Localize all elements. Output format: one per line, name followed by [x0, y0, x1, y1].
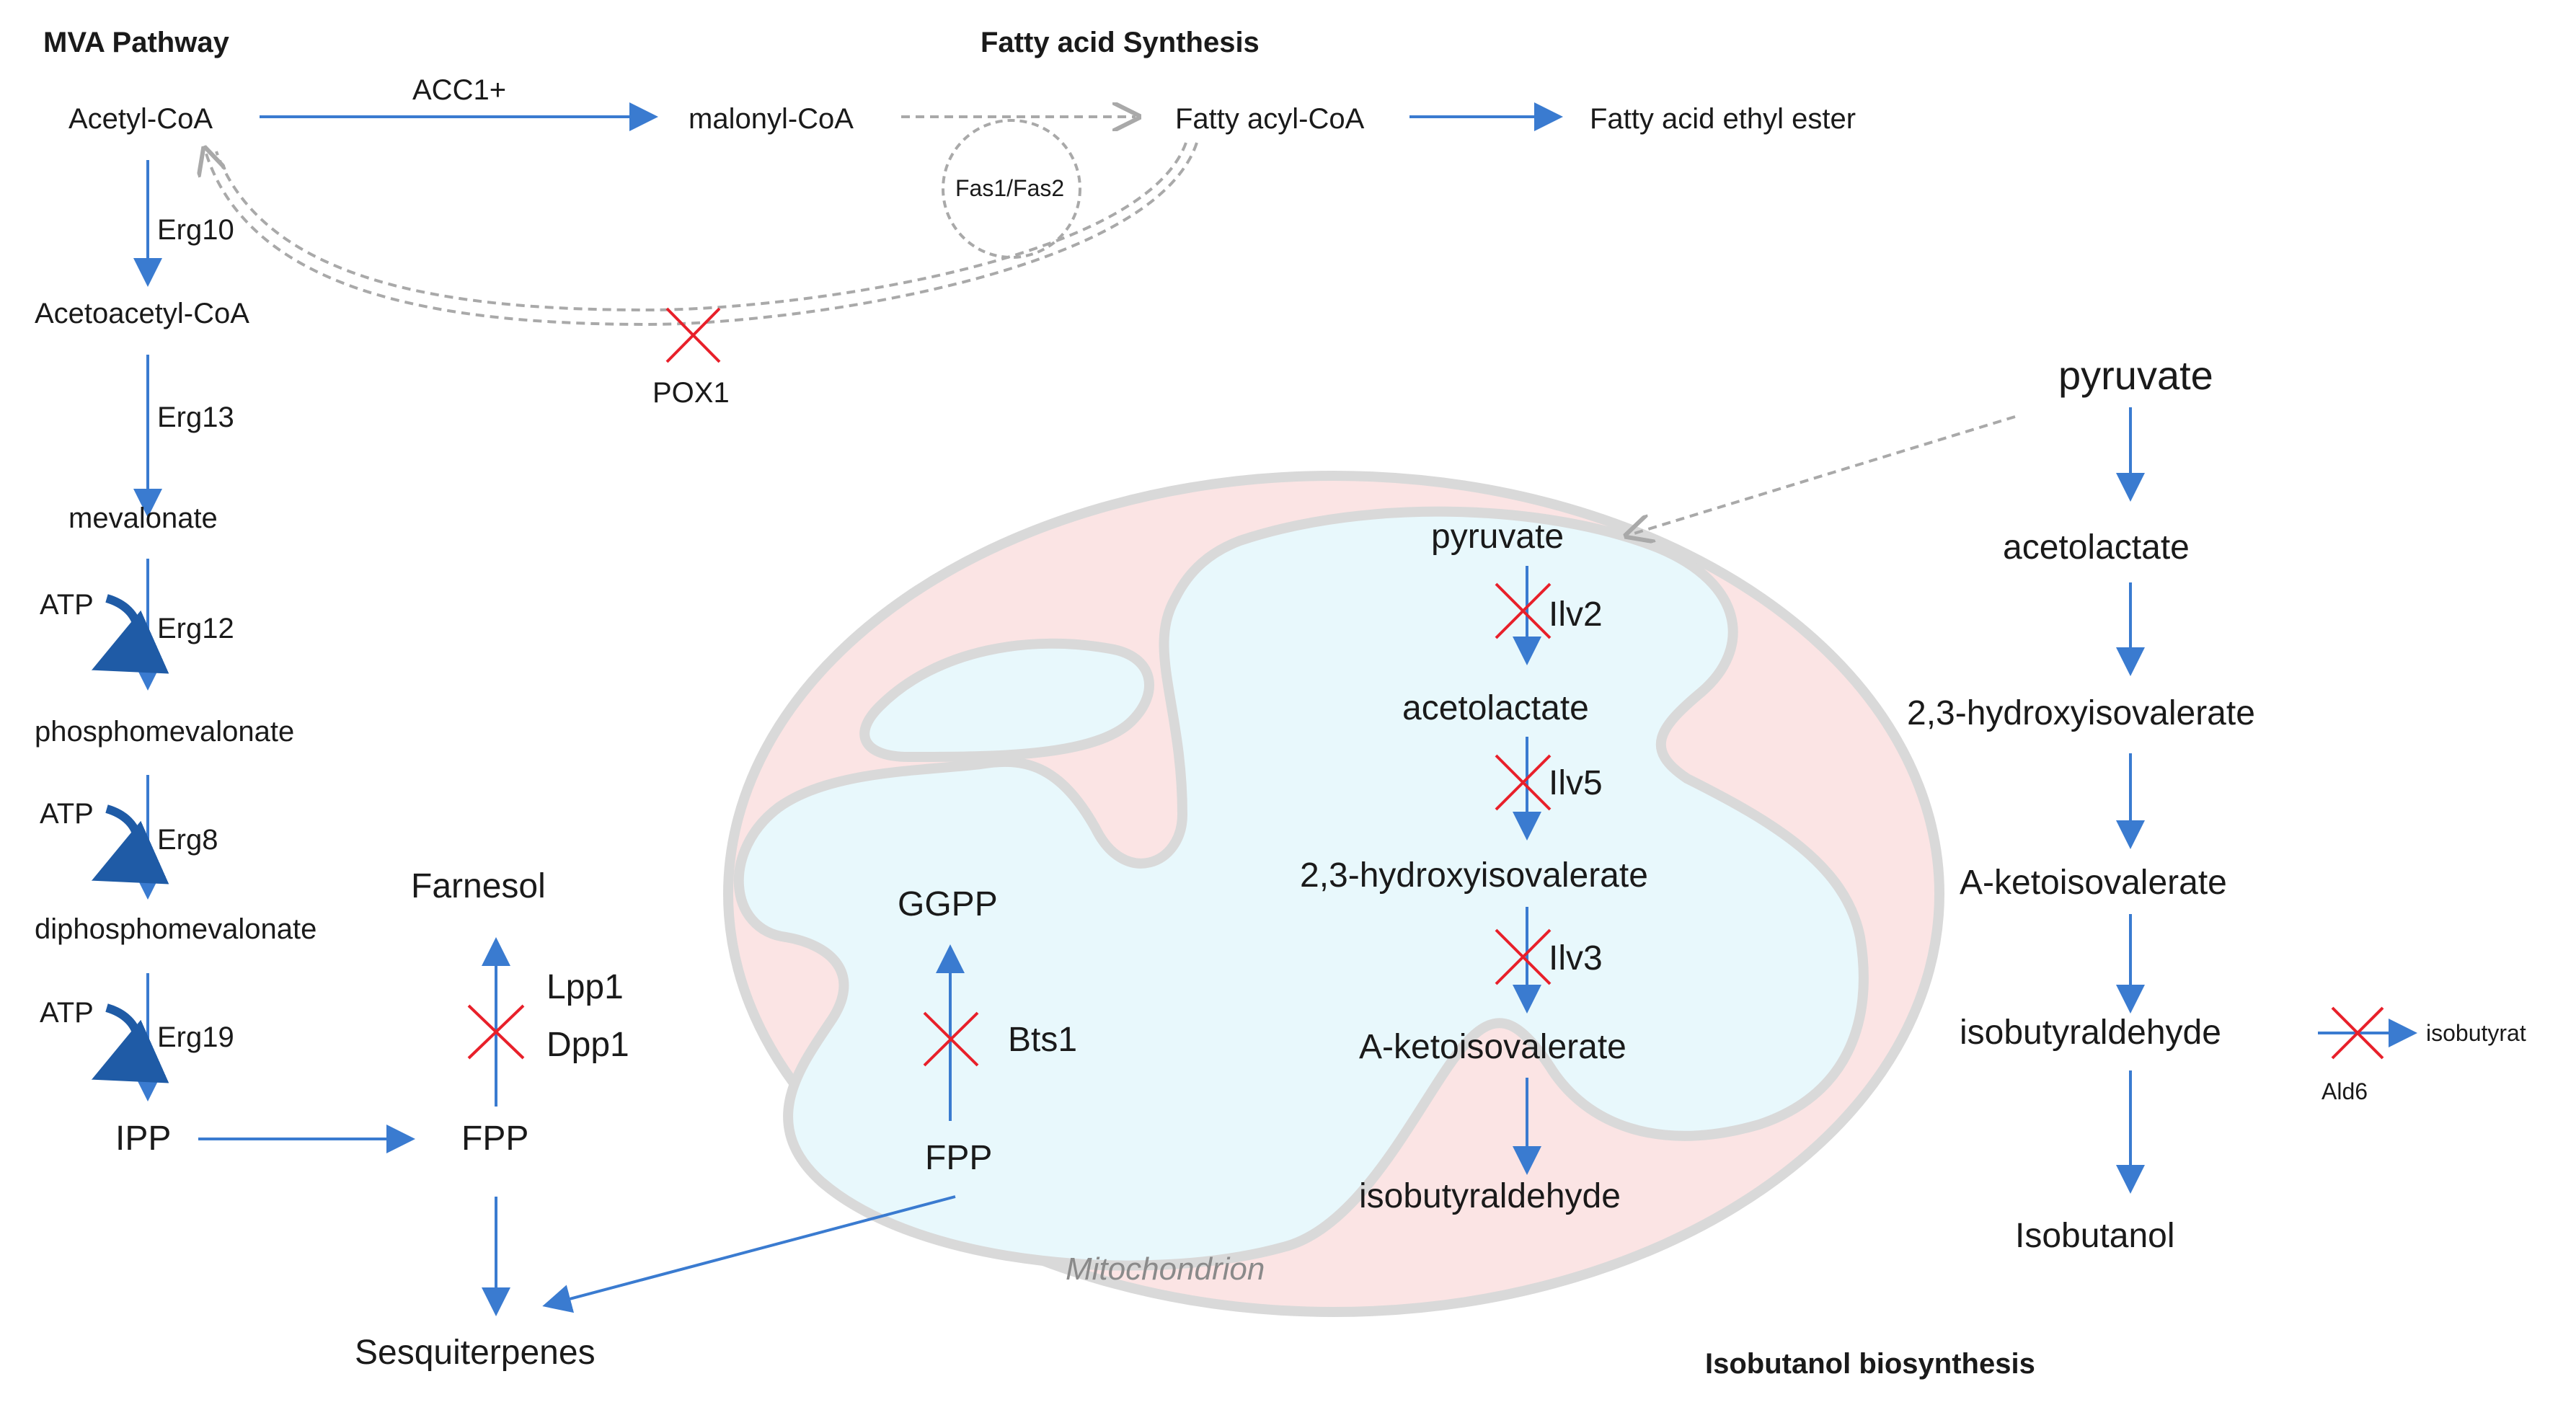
bts1-label: Bts1: [1008, 1021, 1077, 1059]
ald6-label: Ald6: [2322, 1078, 2368, 1104]
cyto-pyruvate-label: pyruvate: [2058, 352, 2213, 398]
cyto-aldehyde-label: isobutyraldehyde: [1960, 1014, 2221, 1052]
knockout-ilv5-icon: [1495, 754, 1552, 811]
knockout-pox1-icon: [665, 307, 721, 363]
isobutanol-label: Isobutanol: [2015, 1217, 2175, 1255]
mitochondrion: Mitochondrion: [723, 471, 1944, 1317]
fas-complex: [942, 119, 1081, 259]
atp3-label: ATP: [40, 997, 94, 1029]
knockout-ald6-icon: [2331, 1006, 2384, 1060]
fatty-acyl-coa-label: Fatty acyl-CoA: [1175, 103, 1365, 135]
fas-label: Fas1/Fas2: [955, 175, 1064, 201]
malonyl-coa-label: malonyl-CoA: [689, 103, 854, 135]
mevalonate-label: mevalonate: [68, 502, 218, 534]
mito-hydroxy-label: 2,3-hydroxyisovalerate: [1300, 856, 1648, 895]
sesquiterpenes-label: Sesquiterpenes: [355, 1334, 596, 1372]
ester-label: Fatty acid ethyl ester: [1590, 103, 1856, 135]
mito-fpp-label: FPP: [925, 1139, 992, 1177]
phosphomevalonate-label: phosphomevalonate: [35, 716, 294, 748]
erg8-label: Erg8: [157, 824, 218, 856]
atp1-label: ATP: [40, 589, 94, 621]
lpp1-label: Lpp1: [546, 968, 624, 1006]
isobutanol-title: Isobutanol biosynthesis: [1705, 1348, 2035, 1380]
dpp1-label: Dpp1: [546, 1026, 629, 1064]
farnesol-label: Farnesol: [411, 867, 546, 905]
fpp-label: FPP: [461, 1119, 528, 1158]
atp3-curl-icon: [92, 1003, 169, 1083]
cyto-keto-label: A-ketoisovalerate: [1960, 864, 2227, 902]
mito-label: Mitochondrion: [1066, 1251, 1265, 1287]
acetoacetyl-coa-label: Acetoacetyl-CoA: [35, 298, 249, 329]
mito-crista: [859, 638, 1154, 763]
erg13-label: Erg13: [157, 402, 234, 433]
diphosphomevalonate-label: diphosphomevalonate: [35, 913, 317, 945]
arrow-pyruvate-import: [1629, 415, 2016, 535]
atp1-curl-icon: [92, 594, 169, 674]
knockout-bts1-icon: [923, 1011, 979, 1067]
arrow-mito-fpp-sesquiterpenes: [542, 1195, 956, 1313]
atp2-curl-icon: [92, 804, 169, 884]
mito-acetolactate-label: acetolactate: [1402, 689, 1589, 727]
pox1-label: POX1: [652, 377, 730, 409]
ilv3-label: Ilv3: [1549, 939, 1603, 977]
ilv2-label: Ilv2: [1549, 595, 1603, 634]
fatty-title: Fatty acid Synthesis: [981, 27, 1260, 58]
acetyl-coa-label: Acetyl-CoA: [68, 103, 213, 135]
mito-keto-label: A-ketoisovalerate: [1359, 1028, 1626, 1066]
ilv5-label: Ilv5: [1549, 764, 1603, 802]
ipp-label: IPP: [115, 1119, 171, 1158]
mva-title: MVA Pathway: [43, 27, 230, 58]
arrow-beta-oxidation: [205, 143, 1198, 327]
knockout-ilv3-icon: [1495, 928, 1552, 985]
erg12-label: Erg12: [157, 613, 234, 644]
mito-aldehyde-label: isobutyraldehyde: [1359, 1177, 1621, 1215]
knockout-lpp1-icon: [467, 1004, 525, 1060]
knockout-ilv2-icon: [1495, 582, 1552, 639]
erg19-label: Erg19: [157, 1021, 234, 1053]
mito-pyruvate-label: pyruvate: [1431, 518, 1564, 556]
ggpp-label: GGPP: [898, 885, 998, 923]
arrow-beta-oxidation-inner: [215, 142, 1187, 312]
isobutyrate-label: isobutyrat: [2426, 1020, 2526, 1046]
mito-inner-membrane: [733, 506, 1869, 1271]
erg10-label: Erg10: [157, 214, 234, 246]
cyto-acetolactate-label: acetolactate: [2003, 528, 2190, 567]
cyto-hydroxy-label: 2,3-hydroxyisovalerate: [1907, 694, 2255, 732]
atp2-label: ATP: [40, 798, 94, 830]
acc1-label: ACC1+: [412, 74, 506, 106]
